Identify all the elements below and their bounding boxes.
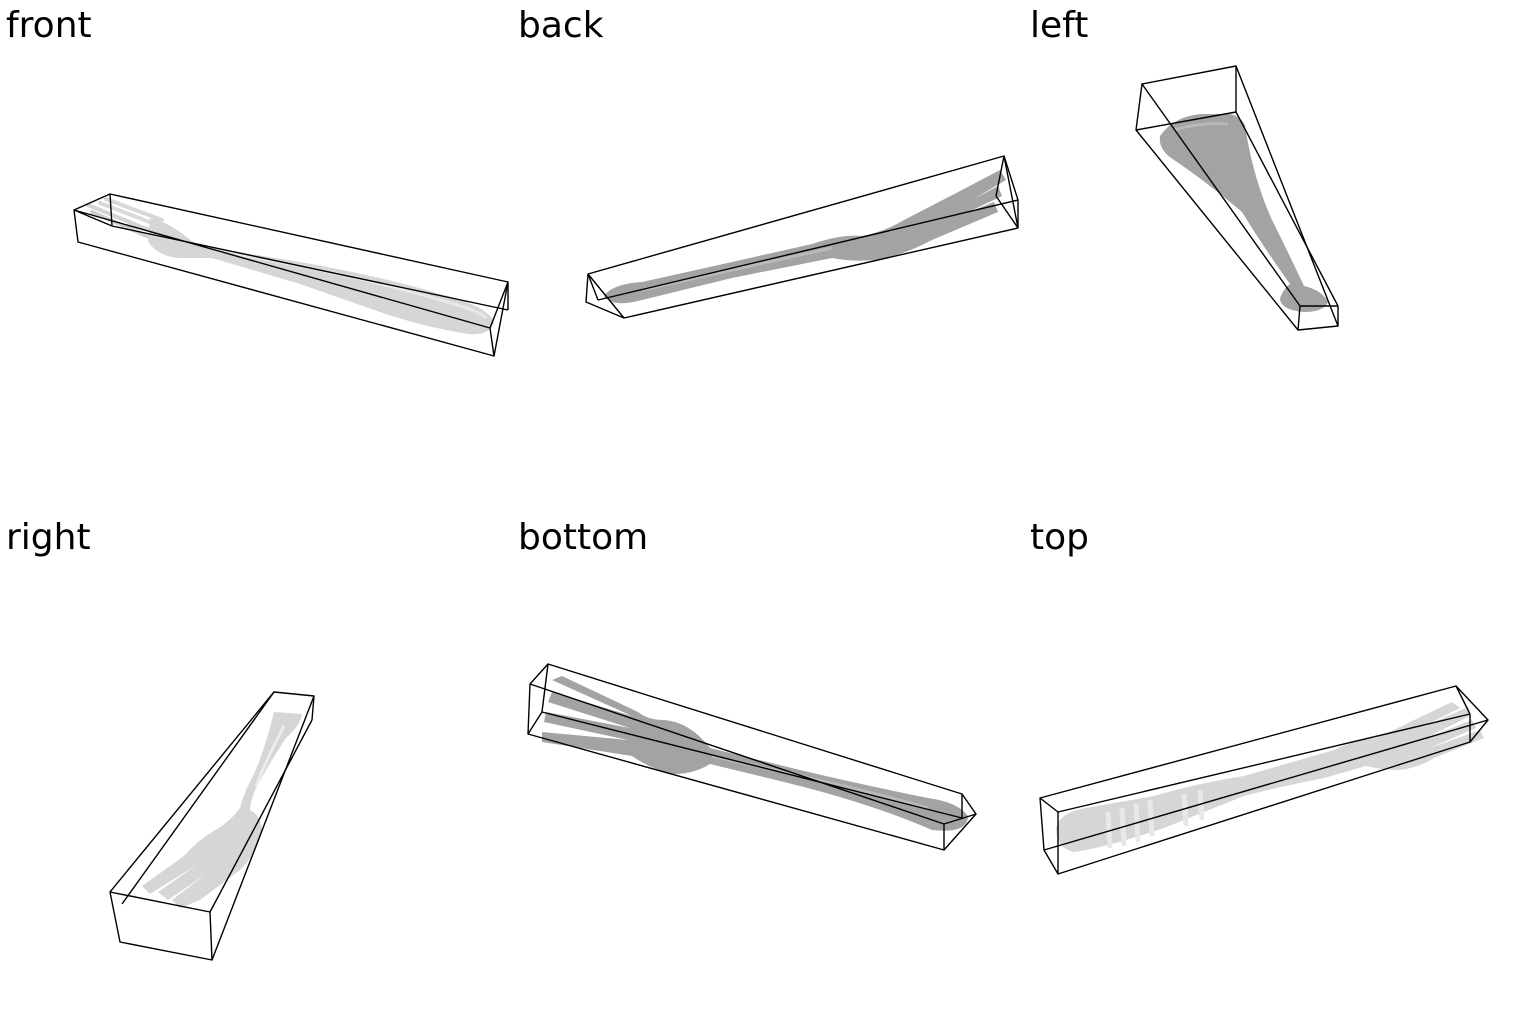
view-label-bottom: bottom	[518, 517, 649, 558]
bounding-box	[1039, 685, 1489, 875]
view-panel-right: right	[0, 512, 512, 1024]
view-label-left: left	[1030, 5, 1089, 46]
fork-icon	[604, 170, 1006, 304]
bounding-box	[585, 155, 1019, 319]
view-label-back: back	[518, 5, 604, 46]
view-panel-bottom: bottom	[512, 512, 1024, 1024]
fork-icon	[142, 712, 302, 908]
view-panel-left: left	[1024, 0, 1536, 512]
bounding-box	[1135, 65, 1339, 331]
bounding-box	[527, 663, 977, 851]
view-label-right: right	[6, 517, 91, 558]
fork-render-right	[109, 691, 315, 961]
view-panel-back: back	[512, 0, 1024, 512]
view-panel-front: front	[0, 0, 512, 512]
fork-render-front	[73, 193, 509, 357]
fork-render-back	[585, 155, 1019, 319]
fork-render-top	[1039, 685, 1489, 875]
fork-render-left	[1135, 65, 1339, 331]
view-panel-top: top	[1024, 512, 1536, 1024]
bounding-box	[109, 691, 315, 961]
fork-icon	[1159, 114, 1328, 312]
bounding-box	[73, 193, 509, 357]
view-label-front: front	[6, 5, 92, 46]
fork-icon	[542, 676, 968, 831]
fork-icon	[86, 197, 494, 335]
fork-render-bottom	[527, 663, 977, 851]
view-label-top: top	[1030, 517, 1089, 558]
